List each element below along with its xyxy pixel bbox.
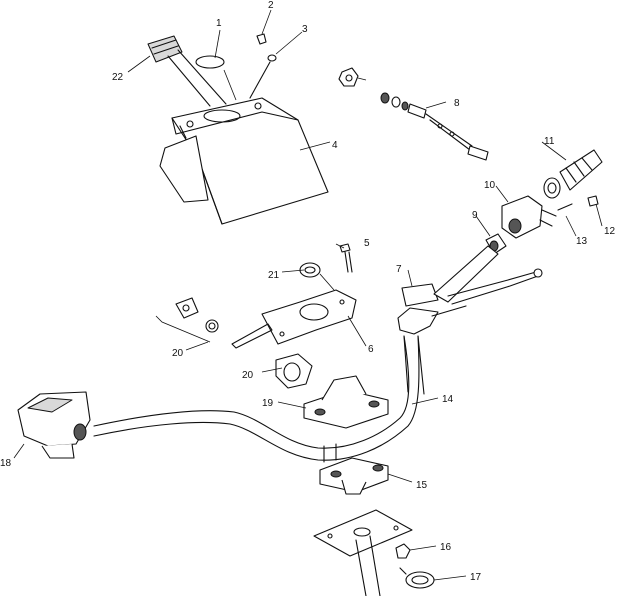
brake-lever-master-cylinder [397, 245, 543, 395]
handlebar-tube [93, 335, 420, 463]
screw-12 [587, 195, 599, 207]
callout-15: 15 [416, 480, 428, 491]
callout-8: 8 [454, 98, 460, 109]
callout-10: 10 [484, 180, 496, 191]
callout-12: 12 [604, 226, 616, 237]
connector-20-left [155, 297, 219, 343]
screw-and-washer [249, 33, 277, 99]
callout-2: 2 [268, 0, 274, 11]
indicator-block [147, 35, 227, 107]
callout-21: 21 [268, 270, 280, 281]
callout-17: 17 [470, 572, 482, 583]
handlebar-cover-pod [159, 97, 329, 225]
steering-post-plate [313, 509, 413, 596]
callout-labels: 1 2 3 4 5 6 7 8 9 10 11 12 13 14 15 16 1… [0, 0, 616, 583]
callout-11: 11 [544, 136, 555, 147]
callout-6: 6 [368, 344, 374, 355]
callout-18: 18 [0, 458, 12, 469]
callout-22: 22 [112, 72, 124, 83]
mounting-plate [231, 289, 357, 349]
callout-16: 16 [440, 542, 452, 553]
callout-9: 9 [472, 210, 478, 221]
bolt-5 [339, 243, 353, 273]
callout-20a: 20 [172, 348, 184, 359]
throttle-cable-assembly [338, 67, 489, 161]
handlebar-grip [543, 149, 603, 199]
callout-1: 1 [216, 18, 222, 29]
callout-19: 19 [262, 398, 274, 409]
callout-5: 5 [364, 238, 370, 249]
switch-housing [17, 391, 91, 459]
screw-13 [557, 203, 573, 211]
callout-4: 4 [332, 140, 338, 151]
nut-16 [395, 543, 411, 559]
callout-20b: 20 [242, 370, 254, 381]
leader-lines [13, 9, 603, 581]
callout-14: 14 [442, 394, 454, 405]
lens-gasket [195, 55, 225, 69]
throttle-housing [501, 195, 557, 239]
upper-clamp [303, 375, 389, 429]
lower-clamp [319, 457, 389, 495]
callout-7: 7 [396, 264, 402, 275]
connector-20-lower [275, 353, 313, 389]
callout-13: 13 [576, 236, 588, 247]
clamp-17 [399, 567, 435, 589]
clip-21 [299, 262, 335, 291]
callout-3: 3 [302, 24, 308, 35]
